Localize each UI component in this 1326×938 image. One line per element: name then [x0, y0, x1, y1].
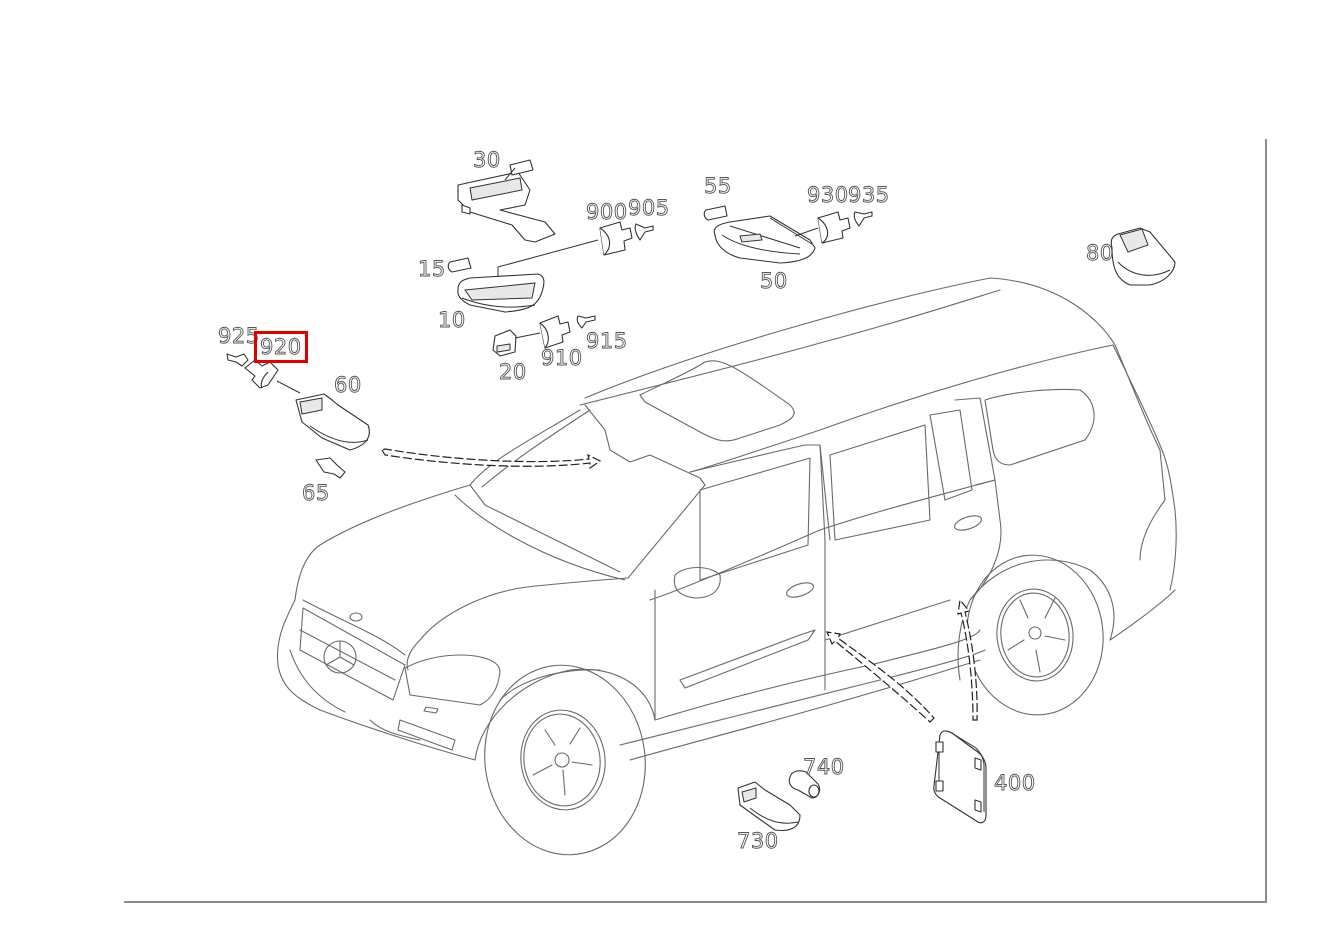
callout-50[interactable]: 50: [760, 269, 788, 293]
part-910-lens[interactable]: [539, 315, 571, 349]
callout-910[interactable]: 910: [541, 346, 583, 370]
frame-border-bottom: [124, 901, 1267, 903]
callout-930[interactable]: 930: [807, 183, 849, 207]
callout-900[interactable]: 900: [586, 200, 628, 224]
leader-line-920: [276, 380, 301, 394]
part-60-reading-lamp[interactable]: [295, 393, 370, 451]
part-65-bulb[interactable]: [315, 457, 346, 479]
callout-915[interactable]: 915: [586, 329, 628, 353]
callout-10[interactable]: 10: [438, 308, 466, 332]
callout-730[interactable]: 730: [737, 829, 779, 853]
part-925-bulb[interactable]: [226, 353, 249, 367]
callout-80[interactable]: 80: [1086, 241, 1114, 265]
callout-920-highlighted[interactable]: 920: [254, 331, 308, 363]
part-55-bulb[interactable]: [703, 205, 728, 221]
part-15-bulb[interactable]: [447, 257, 472, 273]
part-920-lens[interactable]: [244, 359, 279, 389]
part-740-bulb[interactable]: [788, 770, 821, 799]
callout-20[interactable]: 20: [499, 360, 527, 384]
frame-border-right: [1265, 139, 1267, 903]
part-900-lens[interactable]: [599, 221, 633, 256]
part-80-overhead-module[interactable]: [1110, 227, 1176, 286]
leader-line-930: [794, 227, 819, 237]
callout-740[interactable]: 740: [803, 755, 845, 779]
part-930-lens[interactable]: [817, 211, 851, 244]
callout-905[interactable]: 905: [628, 196, 670, 220]
callout-400[interactable]: 400: [994, 771, 1036, 795]
suv-outline: [276, 277, 1177, 856]
callout-15[interactable]: 15: [418, 257, 446, 281]
part-20-switch[interactable]: [492, 329, 517, 357]
flow-arrows: [381, 448, 978, 723]
part-730-courtesy-lamp[interactable]: [737, 781, 801, 832]
callout-65[interactable]: 65: [302, 481, 330, 505]
part-10-dome-lamp[interactable]: [457, 273, 545, 313]
part-400-cover[interactable]: [933, 730, 987, 824]
callout-55[interactable]: 55: [704, 174, 732, 198]
callout-935[interactable]: 935: [848, 183, 890, 207]
callout-925[interactable]: 925: [218, 324, 260, 348]
part-30-console-housing[interactable]: [457, 159, 556, 243]
part-50-lamp-frame[interactable]: [713, 215, 816, 264]
part-915-bulb[interactable]: [576, 315, 596, 329]
callout-30[interactable]: 30: [473, 148, 501, 172]
leader-line-910: [514, 332, 541, 339]
part-935-bulb[interactable]: [853, 211, 873, 227]
part-905-bulb[interactable]: [634, 223, 654, 241]
callout-60[interactable]: 60: [334, 373, 362, 397]
